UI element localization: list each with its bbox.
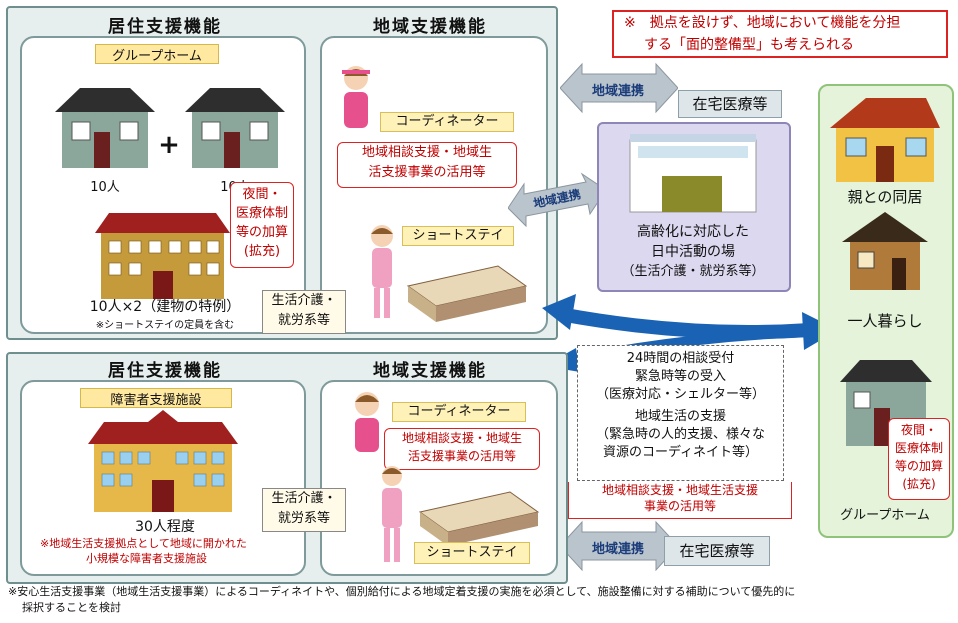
facility-note-1: ※地域生活支援拠点として地域に開かれた	[40, 537, 247, 550]
consult-line-1: 地域相談支援・地域生	[361, 145, 492, 160]
consult-line-2: 活支援事業の活用等	[368, 165, 486, 180]
bottom-coordinator-label: コーディネーター	[392, 402, 526, 422]
group-home-house-2	[185, 88, 285, 168]
live-alone: 一人暮らし	[847, 312, 923, 330]
bottom-regional-title: 地域支援機能	[373, 361, 487, 381]
top-link-arrow	[560, 62, 678, 114]
svc-5: （緊急時の人的支援、様々な	[595, 427, 765, 442]
night-line-1: 夜間・	[242, 187, 282, 202]
svc-4: 地域生活の支援	[634, 409, 726, 424]
day-activity-building	[629, 134, 757, 213]
bottom-link-arrow	[560, 520, 678, 572]
r-night-2: 医療体制	[894, 441, 943, 455]
alone-house-icon	[842, 212, 928, 290]
bottom-residential-title: 居住支援機能	[108, 361, 222, 381]
day-line-2: 日中活動の場	[651, 244, 735, 260]
bottom-consult-support: 地域相談支援・地域生 活支援事業の活用等	[384, 428, 540, 470]
top-daily-life-box: 生活介護・ 就労系等	[262, 290, 346, 334]
footnote: ※安心生活支援事業（地域生活支援事業）によるコーディネイトや、個別給付による地域…	[8, 584, 948, 616]
notice-box: ※ 拠点を設けず、地域において機能を分担 する「面的整備型」も考えられる	[612, 10, 948, 58]
footnote-line-1: ※安心生活支援事業（地域生活支援事業）によるコーディネイトや、個別給付による地域…	[8, 585, 796, 598]
svc-1: 24時間の相談受付	[626, 351, 735, 366]
night-line-2: 医療体制	[235, 206, 288, 221]
building-note: ※ショートステイの定員を含む	[95, 320, 235, 331]
day-line-1: 高齢化に対応した	[637, 224, 749, 240]
plus-sign: +	[158, 130, 182, 160]
daily-line-1: 生活介護・	[271, 293, 337, 308]
svc-2: 緊急時等の受入	[634, 369, 726, 384]
day-activity-text: 高齢化に対応した 日中活動の場 （生活介護・就労系等）	[600, 222, 786, 282]
group-home-building	[95, 213, 230, 299]
r-night-3: 等の加算	[894, 459, 943, 473]
day-line-3: （生活介護・就労系等）	[621, 264, 765, 279]
center-red-2: 事業の活用等	[643, 499, 716, 513]
group-home-house-1	[55, 88, 155, 168]
notice-line-2: する「面的整備型」も考えられる	[644, 37, 854, 53]
footnote-line-2: 採択することを検討	[22, 601, 121, 614]
coordinator-person-icon	[342, 66, 370, 128]
top-regional-title: 地域支援機能	[373, 17, 487, 37]
notice-line-1: ※ 拠点を設けず、地域において機能を分担	[624, 15, 901, 31]
facility-count: 30人程度	[135, 519, 195, 535]
night-line-4: (拡充)	[243, 244, 281, 259]
bed-icon	[406, 265, 528, 322]
home-medical-top: 在宅医療等	[678, 90, 782, 118]
svc-6: 資源のコーディネイト等）	[602, 445, 759, 460]
facility-building	[88, 410, 238, 512]
middle-link-arrow	[508, 172, 606, 228]
bottom-short-stay-label: ショートステイ	[414, 542, 530, 564]
facility-label: 障害者支援施設	[80, 388, 232, 408]
top-consult-support: 地域相談支援・地域生 活支援事業の活用等	[337, 142, 517, 188]
r-night-4: (拡充)	[902, 477, 936, 491]
b-daily-2: 就労系等	[277, 511, 330, 526]
daily-line-2: 就労系等	[277, 313, 330, 328]
top-coordinator-label: コーディネーター	[380, 112, 514, 132]
center-red-box: 地域相談支援・地域生活支援 事業の活用等	[568, 482, 792, 519]
bottom-daily-life-box: 生活介護・ 就労系等	[262, 488, 346, 532]
top-residential-title: 居住支援機能	[108, 17, 222, 37]
right-night-support-badge: 夜間・ 医療体制 等の加算 (拡充)	[888, 418, 950, 500]
b-consult-1: 地域相談支援・地域生	[401, 431, 522, 445]
facility-note: ※地域生活支援拠点として地域に開かれた 小規模な障害者支援施設	[26, 536, 302, 566]
live-with-parents: 親との同居	[847, 188, 923, 206]
building-count: 10人×2（建物の特例）	[89, 299, 241, 315]
center-red-1: 地域相談支援・地域生活支援	[601, 483, 758, 497]
svc-3: （医療対応・シェルター等）	[595, 387, 765, 402]
top-link-label: 地域連携	[591, 84, 644, 99]
b-consult-2: 活支援事業の活用等	[407, 449, 516, 463]
shortstay-person-icon	[371, 225, 393, 318]
group-home-label: グループホーム	[95, 44, 219, 64]
right-group-home-label: グループホーム	[840, 508, 930, 523]
home-medical-bottom: 在宅医療等	[664, 536, 770, 566]
bottom-bed-icon	[418, 491, 540, 546]
top-night-support-badge: 夜間・ 医療体制 等の加算 (拡充)	[230, 182, 294, 268]
bottom-shortstay-person	[382, 466, 402, 562]
house-1-count: 10人	[90, 180, 120, 195]
facility-note-2: 小規模な障害者支援施設	[86, 552, 207, 565]
bottom-link-label: 地域連携	[591, 542, 644, 557]
b-daily-1: 生活介護・	[271, 491, 337, 506]
center-services-box: 24時間の相談受付 緊急時等の受入 （医療対応・シェルター等） 地域生活の支援 …	[577, 345, 784, 481]
night-line-3: 等の加算	[235, 225, 288, 240]
r-night-1: 夜間・	[900, 423, 937, 437]
bottom-coordinator-icon	[355, 392, 379, 452]
top-short-stay-label: ショートステイ	[402, 226, 514, 246]
parents-house-icon	[830, 98, 940, 182]
